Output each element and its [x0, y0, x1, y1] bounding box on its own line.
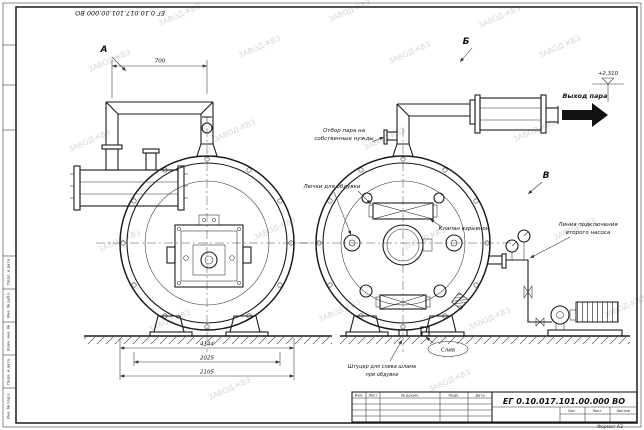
watermark-text: ЗАВОД-КВЗ [537, 33, 582, 60]
rear-flange-bolts [316, 156, 490, 330]
pump-line-label: второго насоса [566, 230, 611, 236]
steam-out-label: Выход пара [563, 92, 608, 100]
frame-stamp: Инв. № дубл. [6, 292, 11, 318]
steam-out-arrow [562, 103, 608, 127]
watermark-text: ЗАВОД-КВЗ [327, 0, 372, 24]
burner-door [166, 214, 252, 288]
drain-label: Слив [441, 348, 455, 354]
watermark-text: ЗАВОД-КВЗ [512, 117, 557, 144]
drain-bubble [427, 341, 469, 357]
tb-doc: № докум. [401, 394, 419, 398]
steam-pipe-rear [383, 99, 476, 157]
sludge-label: Штуцер для слива шлама [348, 364, 416, 370]
hatches-label: Лючки для обдувки [303, 184, 361, 190]
tb-format: Формат А3 [597, 424, 623, 430]
watermark-text: ЗАВОД-КВЗ [317, 297, 362, 324]
watermark-text: ЗАВОД-КВЗ [67, 127, 112, 154]
watermark-text: ЗАВОД-КВЗ [427, 367, 472, 394]
view-label-a: А [100, 45, 108, 55]
view-label-b: Б [463, 37, 470, 47]
elevation-label: +2,310 [598, 71, 619, 77]
tb-sheet: Лист [592, 409, 601, 413]
valve-icon [535, 317, 541, 327]
pressure-gauge-icon [517, 229, 531, 243]
watermark-text: ЗАВОД-КВЗ [237, 33, 282, 60]
watermark-text: ЗАВОД-КВЗ [207, 375, 252, 402]
dimensions: 700 4144 2025 2105 [111, 59, 295, 380]
front-flange-bolts [120, 156, 294, 330]
bottom-hatch [375, 294, 431, 310]
boiler-rear-view [298, 94, 559, 352]
pump-assembly [488, 229, 623, 337]
frame-stamp: Взам. инв. № [6, 325, 11, 351]
steam-pipe-front [101, 101, 218, 171]
pump-body [550, 305, 570, 325]
fitting-hatched [451, 292, 469, 310]
tb-izm: Изм. [355, 394, 363, 398]
own-needs-label: Отбор пара на [323, 128, 366, 134]
tb-date: Дата [475, 394, 484, 398]
dim-3: 2105 [200, 370, 214, 376]
tb-lit: Лит. [568, 409, 576, 413]
watermark-text: ЗАВОД-КВЗ [387, 39, 432, 66]
sludge-label: при обдувке [366, 372, 399, 378]
watermark-text: ЗАВОД-КВЗ [552, 215, 597, 242]
watermark-text: ЗАВОД-КВЗ [467, 305, 512, 332]
top-hatch [368, 202, 438, 220]
boiler-front-view [70, 101, 318, 352]
tb-sheets: Листов [616, 409, 629, 413]
own-needs-label: собственные нужды [314, 136, 374, 142]
pressure-gauge-icon [505, 239, 519, 253]
dim-2: 2025 [200, 356, 214, 362]
doc-number-inverted: ЕГ 0.10.017.101.00.000 ВО [75, 9, 165, 17]
motor-body [575, 301, 619, 323]
tb-podp: Подп. [449, 394, 460, 398]
ground [84, 335, 630, 344]
tb-doc-number: ЕГ 0.10.017.101.00.000 ВО [503, 397, 625, 406]
frame-stamp: Подп. и дата [6, 359, 11, 385]
title-block: Изм. Лист № докум. Подп. Дата ЕГ 0.10.01… [351, 391, 638, 430]
dim-1: 4144 [200, 342, 214, 348]
pump-line-label: Линия подключения [557, 222, 618, 228]
steam-header [474, 94, 559, 134]
view-labels: А Б В [100, 37, 550, 195]
manhole [382, 224, 433, 266]
dim-top: 700 [155, 59, 166, 65]
view-label-v: В [543, 171, 550, 181]
explosion-valve-label: Клапан взрывной [439, 226, 490, 232]
frame-stamp: Инв. № подл. [6, 393, 11, 419]
valve-icon [523, 285, 529, 299]
annotations: Выход пара +2,310 Отбор пара на собствен… [303, 71, 624, 378]
frame-stamp: Подп. и дата [6, 259, 11, 285]
tb-list: Лист [368, 394, 377, 398]
watermark-text: ЗАВОД-КВЗ [212, 117, 257, 144]
upper-drum [70, 148, 188, 211]
